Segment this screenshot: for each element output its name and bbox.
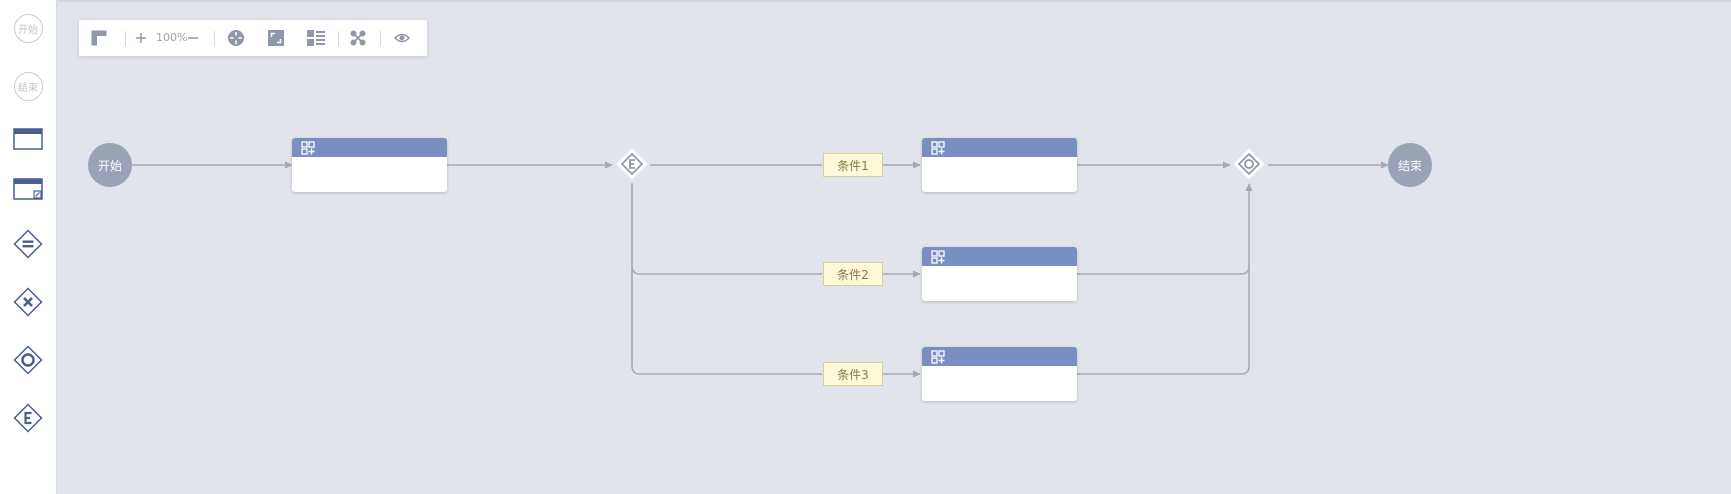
condition-label-1[interactable]: 条件1 [823, 153, 883, 177]
app-add-icon [931, 349, 945, 364]
nodes-icon [350, 30, 366, 46]
crosshair-icon [228, 30, 244, 46]
task-node-header [922, 247, 1077, 266]
condition-label-3[interactable]: 条件3 [823, 362, 883, 386]
task-node-header [922, 347, 1077, 366]
palette-end-event[interactable]: 结束 [12, 70, 44, 102]
minimap-icon [91, 30, 107, 46]
eye-icon [394, 33, 410, 43]
task-node-header [922, 138, 1077, 157]
edge-task3-to-join[interactable] [1077, 183, 1253, 275]
fit-center-button[interactable] [224, 20, 248, 56]
edge-split-to-cond3[interactable] [631, 266, 822, 375]
parallel-gateway-icon [13, 229, 43, 259]
inclusive-gateway-icon [13, 345, 43, 375]
zoom-in-button[interactable] [132, 20, 150, 56]
exclusive-gateway-icon [13, 287, 43, 317]
sub-process-icon [13, 178, 43, 200]
fit-screen-icon [268, 30, 284, 46]
plus-icon [136, 33, 146, 43]
edge-task4-to-join[interactable] [1077, 266, 1250, 375]
event-gateway-icon [615, 147, 649, 181]
task-node-3[interactable] [922, 247, 1077, 301]
auto-layout-button[interactable] [304, 20, 328, 56]
condition-label-2[interactable]: 条件2 [823, 262, 883, 286]
palette-user-task[interactable] [12, 123, 44, 155]
toolbar-separator [380, 31, 381, 46]
end-node[interactable]: 结束 [1388, 143, 1432, 187]
toolbar-separator [338, 31, 339, 46]
canvas-toolbar: 100% [79, 20, 427, 56]
app-add-icon [931, 140, 945, 155]
actual-size-button[interactable] [264, 20, 288, 56]
palette-end-label: 结束 [13, 71, 43, 101]
palette-start-label: 开始 [13, 13, 43, 43]
palette-parallel-gateway[interactable] [12, 228, 44, 260]
app-add-icon [301, 140, 315, 155]
palette-sub-process[interactable] [12, 173, 44, 205]
minus-icon [188, 37, 198, 39]
task-node-4[interactable] [922, 347, 1077, 401]
task-node-header [292, 138, 447, 157]
start-node[interactable]: 开始 [88, 143, 132, 187]
palette-start-event[interactable]: 开始 [12, 12, 44, 44]
zoom-out-button[interactable] [184, 20, 202, 56]
user-task-icon [13, 128, 43, 150]
zoom-level: 100% [156, 31, 188, 44]
event-gateway-node[interactable] [614, 146, 650, 182]
toolbar-separator [125, 31, 126, 46]
minimap-button[interactable] [85, 20, 113, 56]
node-palette: 开始 结束 [0, 0, 57, 494]
task-node-2[interactable] [922, 138, 1077, 192]
palette-exclusive-gateway[interactable] [12, 286, 44, 318]
toolbar-separator [214, 31, 215, 46]
palette-event-gateway[interactable] [12, 402, 44, 434]
app-add-icon [931, 249, 945, 264]
inclusive-gateway-icon [1232, 147, 1266, 181]
canvas-top-border [58, 0, 1731, 2]
edge-split-to-cond2[interactable] [631, 183, 822, 275]
inclusive-gateway-node[interactable] [1231, 146, 1267, 182]
layout-list-icon [307, 30, 325, 46]
arrange-button[interactable] [346, 20, 370, 56]
palette-inclusive-gateway[interactable] [12, 344, 44, 376]
event-gateway-icon [13, 403, 43, 433]
task-node-1[interactable] [292, 138, 447, 192]
preview-button[interactable] [390, 20, 414, 56]
